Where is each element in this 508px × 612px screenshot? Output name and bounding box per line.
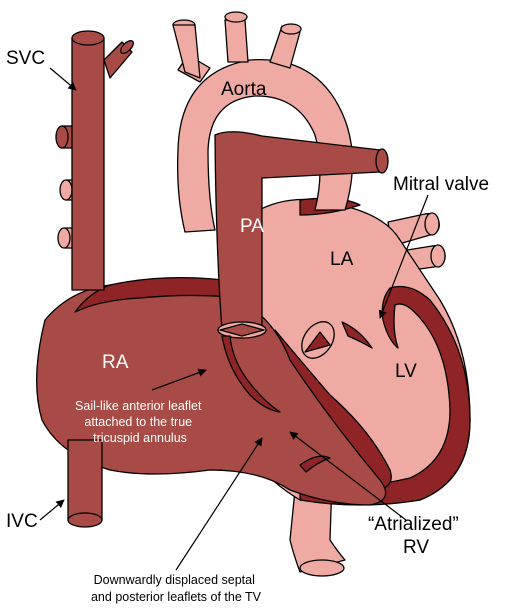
label-displaced-leaflets: Downwardly displaced septal and posterio… bbox=[91, 573, 262, 604]
label-atrialized-rv-line-2: RV bbox=[403, 537, 429, 558]
label-sail-leaflet-line-3: tricuspid annulus bbox=[93, 431, 187, 445]
ivc bbox=[68, 440, 102, 520]
label-ivc: IVC bbox=[6, 511, 38, 532]
label-sail-leaflet: Sail-like anterior leaflet attached to t… bbox=[75, 399, 205, 445]
svc bbox=[72, 38, 104, 290]
label-sail-leaflet-line-2: attached to the true bbox=[84, 415, 192, 429]
svc-top bbox=[72, 31, 104, 45]
label-atrialized-rv: “Atrialized” RV bbox=[368, 514, 464, 558]
label-lv: LV bbox=[395, 361, 417, 382]
label-displaced-leaflets-line-1: Downwardly displaced septal bbox=[94, 573, 255, 587]
label-svc: SVC bbox=[6, 48, 45, 69]
pa-right-branch-end bbox=[376, 149, 388, 173]
label-la: LA bbox=[330, 249, 354, 270]
ivc-arrow bbox=[40, 500, 64, 520]
label-mitral-valve: Mitral valve bbox=[393, 174, 489, 195]
label-pa: PA bbox=[240, 216, 264, 237]
label-displaced-leaflets-line-2: and posterior leaflets of the TV bbox=[91, 590, 262, 604]
label-sail-leaflet-line-1: Sail-like anterior leaflet bbox=[75, 399, 202, 413]
ivc-bottom bbox=[68, 513, 102, 527]
label-atrialized-rv-line-1: “Atrialized” bbox=[368, 514, 459, 535]
label-ra: RA bbox=[102, 352, 129, 373]
label-aorta: Aorta bbox=[221, 79, 267, 100]
